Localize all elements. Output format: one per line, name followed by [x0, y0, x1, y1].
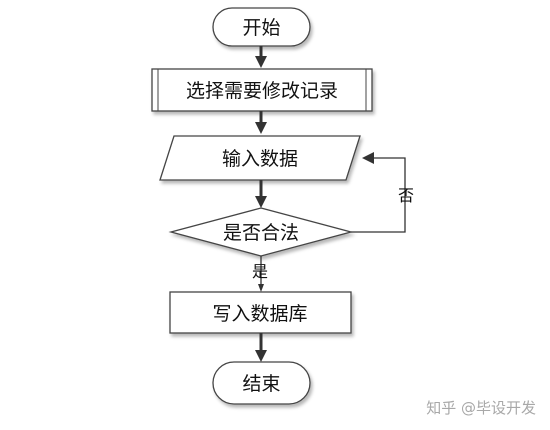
- input-data-label: 输入数据: [222, 148, 298, 170]
- yes-label: 是: [252, 262, 268, 281]
- watermark-text: 知乎 @毕设开发: [426, 399, 536, 417]
- write-db-label: 写入数据库: [212, 303, 307, 325]
- end-node: 结束: [212, 361, 311, 405]
- arrow-input-to-decision: [255, 180, 267, 208]
- start-label: 开始: [242, 17, 280, 39]
- no-loop-edge: [351, 152, 406, 233]
- write-db-node: 写入数据库: [169, 291, 352, 334]
- no-label: 否: [398, 186, 414, 205]
- end-label: 结束: [242, 373, 280, 395]
- select-record-node: 选择需要修改记录: [151, 68, 373, 112]
- decision-node: 是否合法: [168, 207, 354, 257]
- arrow-select-to-input: [255, 111, 267, 134]
- input-data-node: 输入数据: [159, 135, 361, 181]
- arrow-start-to-select: [255, 46, 267, 68]
- yes-edge: [258, 256, 264, 292]
- select-record-label: 选择需要修改记录: [186, 80, 338, 102]
- arrow-write-to-end: [255, 333, 267, 362]
- start-node: 开始: [212, 7, 311, 47]
- decision-label: 是否合法: [223, 222, 299, 244]
